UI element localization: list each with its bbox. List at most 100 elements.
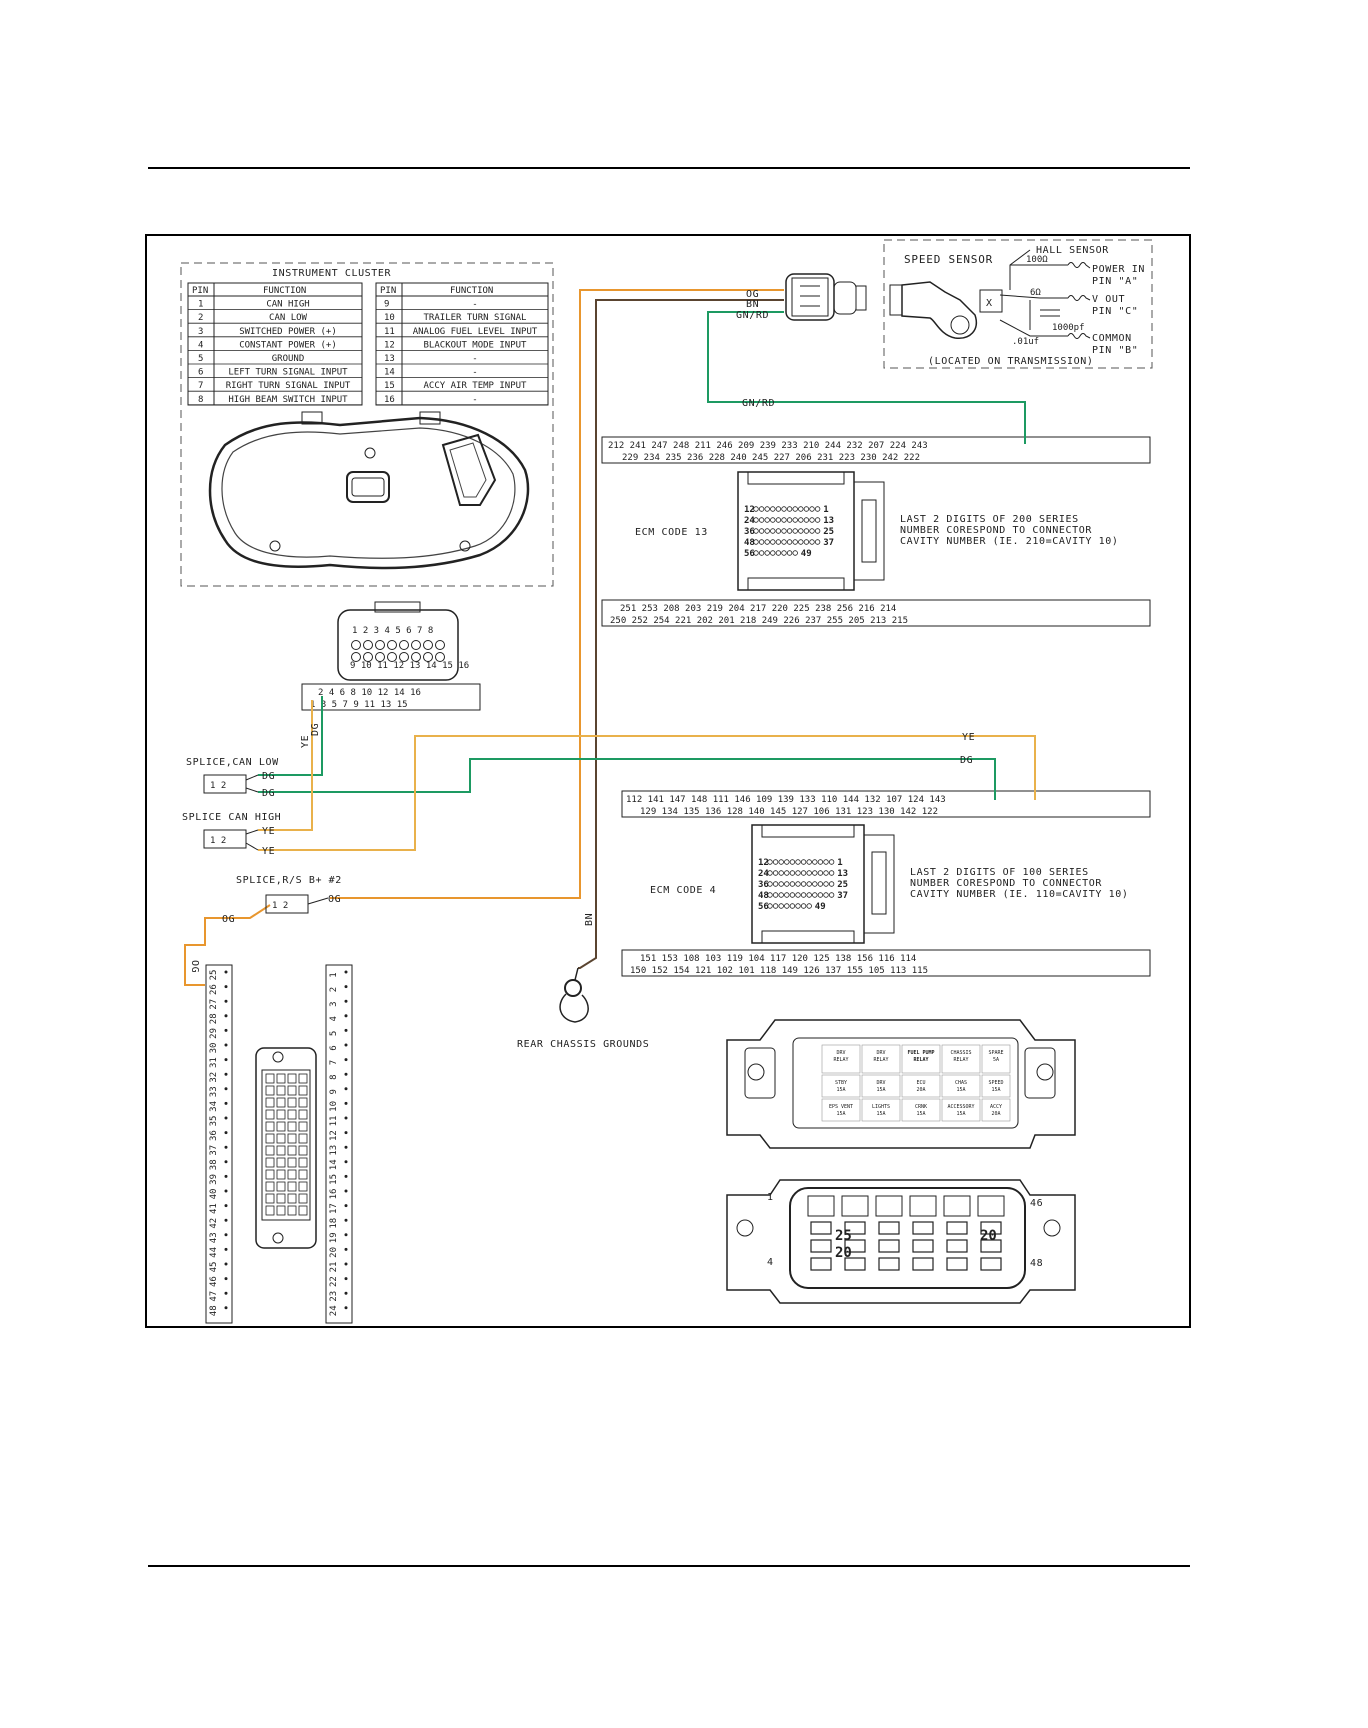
- fuse-strip-dot: [344, 1306, 348, 1310]
- ecm4-top-row2: 129 134 135 136 128 140 145 127 106 131 …: [640, 807, 938, 817]
- fuse-connector-cavity: [276, 1073, 286, 1084]
- pin-cavity: [423, 640, 433, 650]
- fuse-box-cell-label: 15A: [956, 1111, 965, 1117]
- pin-a-label: PIN "A": [1092, 276, 1138, 287]
- ecm-pin-cavity: [795, 859, 801, 865]
- ecm-pin-cavity: [786, 539, 793, 545]
- cluster-pin-strip: 2 4 6 8 10 12 14 16 1 3 5 7 9 11 13 15: [301, 683, 481, 711]
- ecm-pin-cavity: [795, 892, 801, 898]
- fuse-strip-cavity-label: 33: [209, 1086, 219, 1097]
- cluster-dashed-box: [180, 262, 554, 587]
- fuse-box-cell-label: 15A: [991, 1087, 1000, 1093]
- fuse-strip-cavity-label: 31: [209, 1057, 219, 1068]
- pin-strip-top: 2 4 6 8 10 12 14 16: [318, 688, 421, 698]
- ecm-pin-cavity: [806, 870, 812, 876]
- ecm-pin-cavity: [784, 881, 790, 887]
- ground-lug-icon: [564, 979, 582, 997]
- fuse-connector-cavity: [276, 1145, 286, 1156]
- ecm-pin-cavity: [798, 506, 804, 512]
- fuse-strip-cavity-label: 39: [209, 1174, 219, 1185]
- ecm-pin-cavity: [803, 506, 810, 512]
- ecm-pin-cavity: [789, 892, 796, 898]
- ecm-pin-cavity: [753, 539, 759, 545]
- fuse-box-cell: [861, 1074, 901, 1098]
- ecm-pin-cavity: [781, 517, 787, 523]
- fuse-connector-cavity: [265, 1121, 275, 1132]
- ecm-pin-cavity: [817, 881, 824, 887]
- fuse-box-top-outline: [726, 1019, 1076, 1149]
- ecm-pin-cavity: [767, 903, 773, 909]
- fuse-box-cell: [821, 1074, 861, 1098]
- fuse-strip-dot: [224, 1131, 228, 1135]
- ecm4-connector-latch: [863, 834, 895, 934]
- fuse-strip-dot: [224, 1116, 228, 1120]
- ecm-pin-row-label: 56: [758, 902, 769, 912]
- gnrd-label-top: GN/RD: [736, 310, 769, 321]
- fuse-box-cell-label: 20A: [991, 1111, 1000, 1117]
- fuse-slot: [810, 1221, 832, 1235]
- ecm-pin-cavity: [784, 870, 790, 876]
- ecm-pin-cavity: [778, 903, 784, 909]
- fuse-strip-cavity-label: 40: [209, 1189, 219, 1200]
- fuse-box-cell-label: 15A: [876, 1111, 885, 1117]
- fuse-connector-cavity: [276, 1169, 286, 1180]
- dg-wire-ecm4: [258, 758, 996, 800]
- common-label: COMMON: [1092, 333, 1132, 344]
- dg-wire-cluster: [258, 696, 323, 776]
- cluster-row-right-pin: 13: [384, 354, 395, 364]
- ecm4-top-pin-strip: [621, 790, 1151, 818]
- fuse-box-cell-label: EPS VENT: [829, 1104, 853, 1110]
- ye-label-splice2: YE: [262, 846, 275, 857]
- pin-cavity: [351, 640, 361, 650]
- ecm-pin-cavity: [753, 517, 759, 523]
- fuse-strip-cavity-label: 38: [209, 1159, 219, 1170]
- ecm-pin-cavity: [814, 517, 821, 523]
- ecm-pin-cavity: [809, 517, 815, 523]
- ecm-pin-cavity: [803, 528, 810, 534]
- resistor-1-label: 100Ω: [1026, 255, 1048, 265]
- ecm-pin-cavity: [795, 903, 801, 909]
- fuse-box-cell: [941, 1044, 981, 1074]
- fuse-strip-dot: [224, 1028, 228, 1032]
- fuse-strip-dot: [344, 1072, 348, 1076]
- cluster-row-right-function: ACCY AIR TEMP INPUT: [424, 381, 528, 391]
- ecm-pin-cavity: [767, 892, 773, 898]
- ecm-pin-cavity: [803, 517, 810, 523]
- ecm-pin-cavity: [789, 903, 796, 909]
- ecm-pin-cavity: [770, 528, 776, 534]
- cluster-row-right-function: BLACKOUT MODE INPUT: [424, 340, 528, 350]
- fuse-strip-dot: [224, 1233, 228, 1237]
- ecm-pin-cavity: [772, 881, 779, 887]
- ye-wire-ecm4: [258, 735, 1036, 851]
- fuse-strip-dot: [224, 1014, 228, 1018]
- fuse-strip-dot: [224, 1072, 228, 1076]
- splice-can-low-label: SPLICE,CAN LOW: [186, 757, 279, 768]
- cluster-row-right-function: -: [472, 300, 477, 310]
- fuse-20-label-1: 20: [835, 1245, 852, 1261]
- fuse-strip-dot: [224, 1174, 228, 1178]
- ecm-pin-cavity: [784, 903, 790, 909]
- ecm-pin-cavity: [814, 506, 821, 512]
- fuse-connector-cavity: [287, 1109, 297, 1120]
- fuse-box-cell-label: SPARE: [988, 1050, 1003, 1056]
- bn-label-vertical: BN: [584, 913, 595, 926]
- function-header-right: FUNCTION: [450, 286, 493, 296]
- ecm4-bottom-pin-strip: [621, 949, 1151, 977]
- ecm4-bot-row2: 150 152 154 121 102 101 118 149 126 137 …: [630, 966, 928, 976]
- pin-cavity: [423, 652, 433, 662]
- wire-labels: OG BN GN/RD GN/RD YE DG DG DG YE YE OG O…: [189, 289, 975, 973]
- fuse-strip-dot: [224, 1247, 228, 1251]
- fuse-connector-cavity: [287, 1205, 297, 1216]
- ecm-pin-cavity: [753, 528, 759, 534]
- fuse-slot: [810, 1257, 832, 1271]
- ecm-pin-row-label: 48: [758, 891, 769, 901]
- fuse-connector-cavity: [287, 1157, 297, 1168]
- fuse-box-cell-label: DRV: [876, 1050, 885, 1056]
- ecm-pin-row-label: 37: [823, 538, 834, 548]
- speed-sensor: SPEED SENSOR HALL SENSOR POWER IN PIN "A…: [883, 239, 1153, 369]
- fuse-connector-cavity: [287, 1121, 297, 1132]
- fuse-connector-cavity: [298, 1181, 308, 1192]
- fuse-box-cell: [901, 1044, 941, 1074]
- gnrd-wire: [707, 311, 1026, 444]
